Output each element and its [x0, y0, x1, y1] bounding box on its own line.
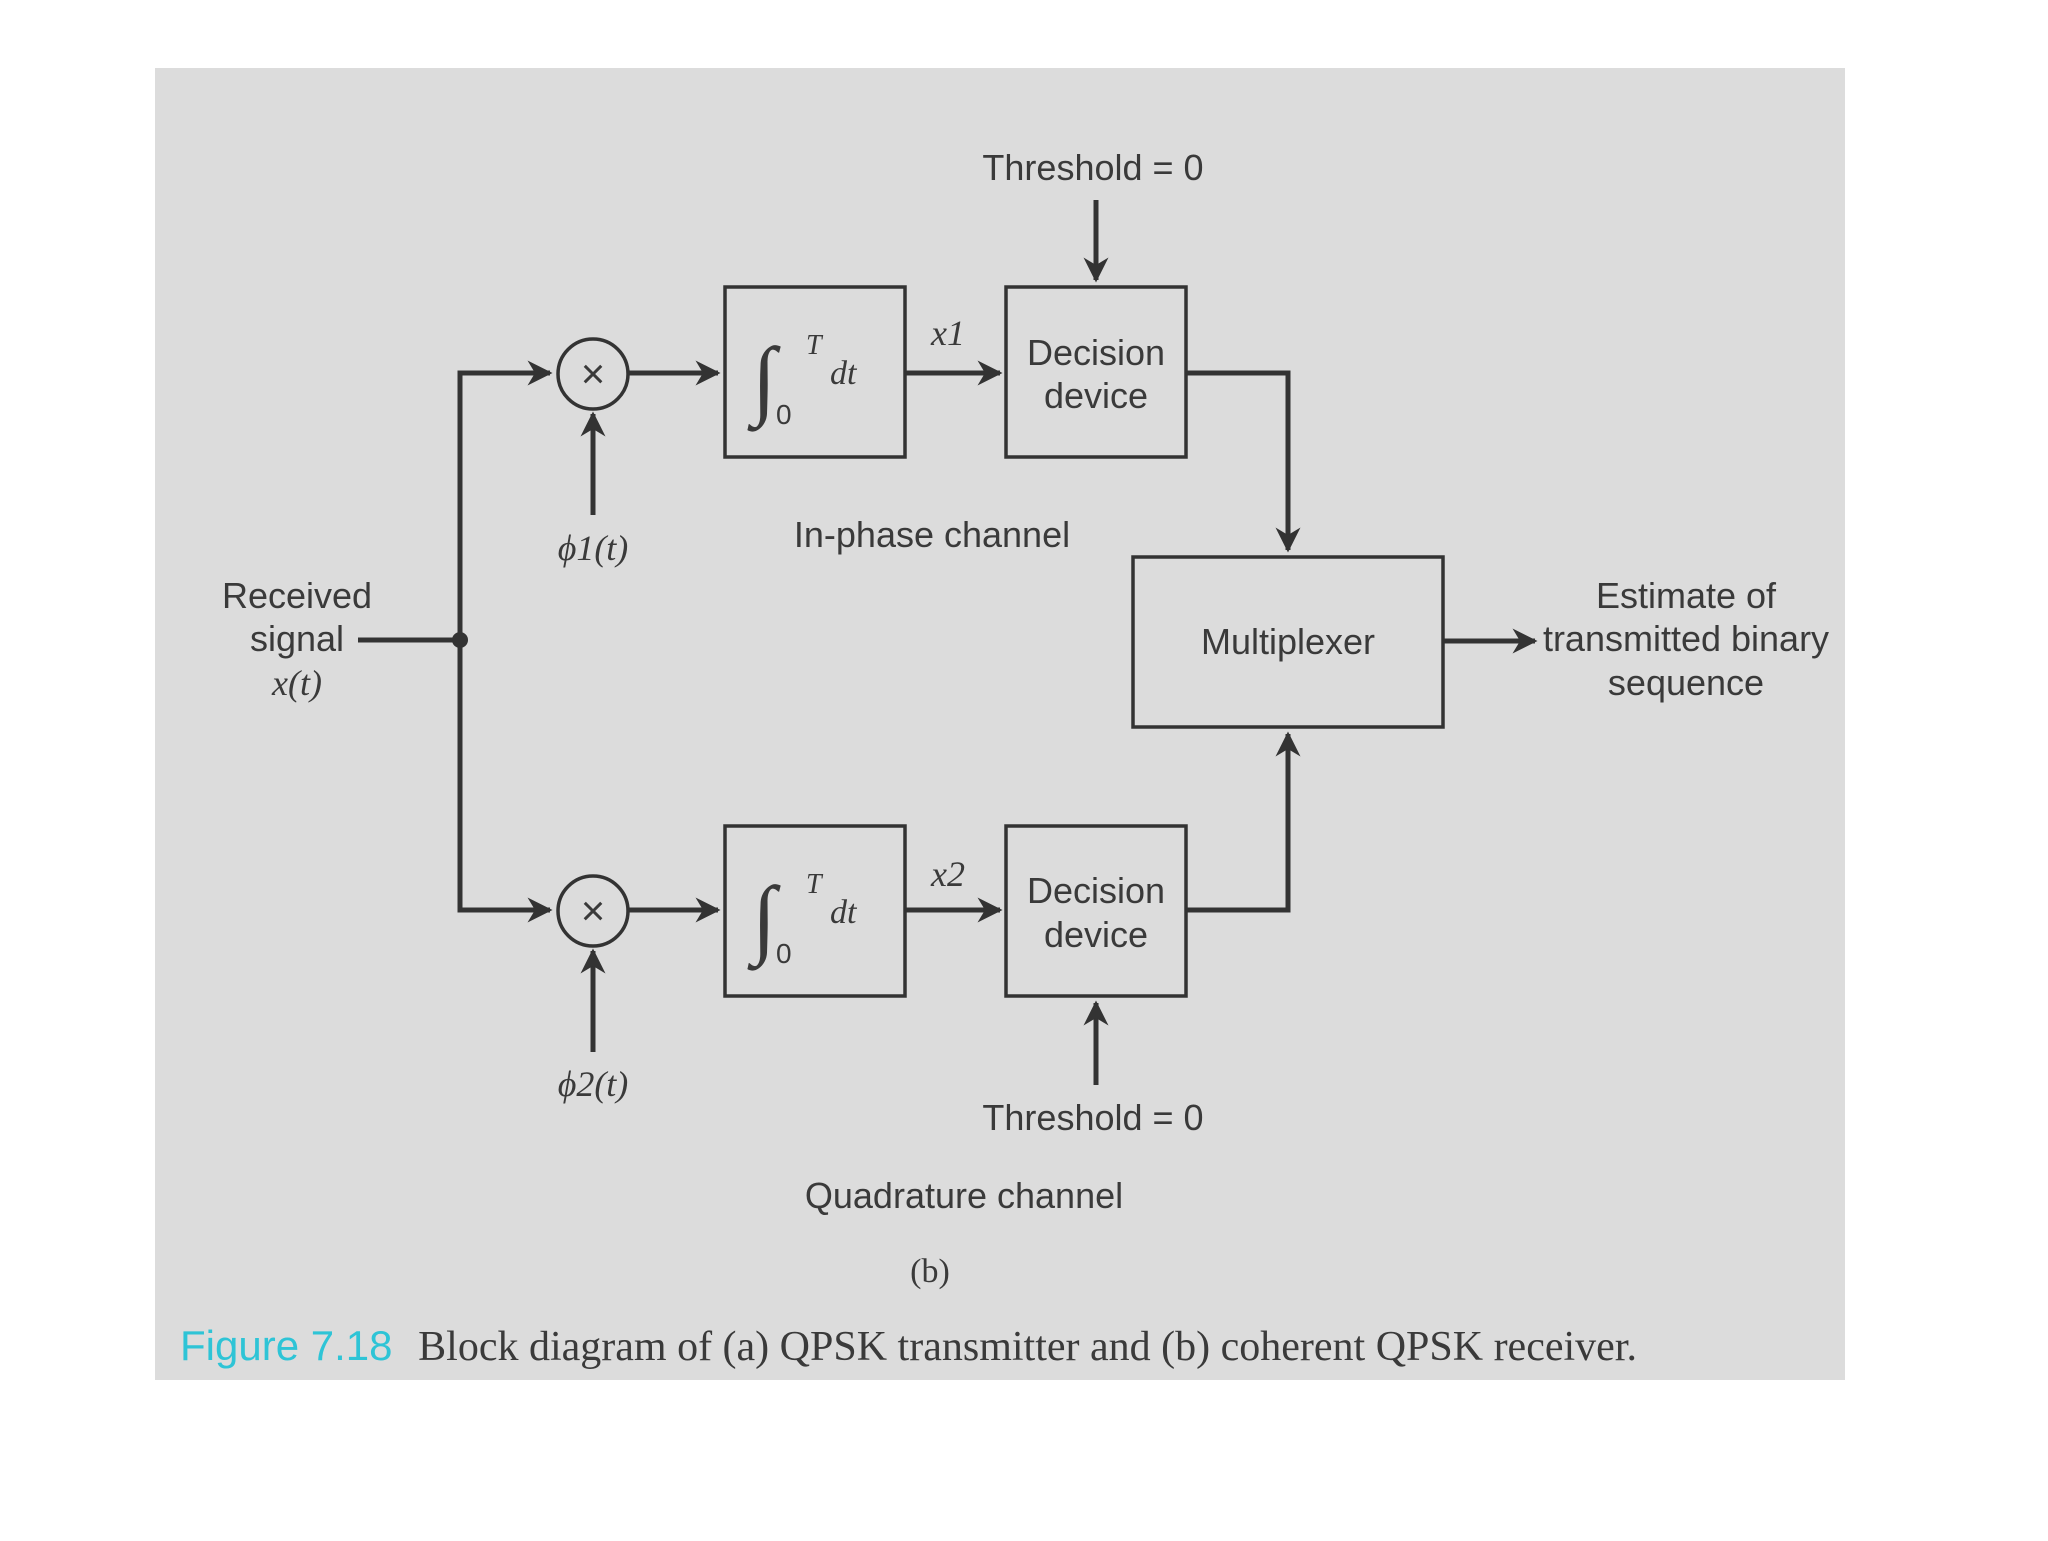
- lower-decision-to-mux: [1186, 731, 1301, 913]
- phi1-label: ϕ1(t): [558, 528, 629, 568]
- multiplexer-label: Multiplexer: [1201, 621, 1375, 662]
- figure-caption: Figure 7.18 Block diagram of (a) QPSK tr…: [180, 1322, 1637, 1370]
- diagram-panel: [155, 68, 1845, 1380]
- lower-decision-label-2: device: [1044, 914, 1148, 955]
- output-label: Estimate of: [1596, 575, 1777, 616]
- panel-label: (b): [910, 1253, 950, 1290]
- quadrature-channel-label: Quadrature channel: [805, 1175, 1123, 1216]
- output-label-2: transmitted binary: [1543, 618, 1829, 659]
- lower-integral-upper-limit: T: [806, 869, 824, 900]
- upper-threshold-label: Threshold = 0: [982, 147, 1203, 188]
- received-signal-label: Received: [222, 575, 372, 616]
- x2-label: x2: [930, 854, 965, 894]
- upper-multiplier-symbol: ×: [581, 350, 606, 397]
- lower-threshold-label: Threshold = 0: [982, 1097, 1203, 1138]
- received-signal-symbol: x(t): [271, 663, 322, 703]
- upper-branch-line: [457, 360, 553, 640]
- upper-decision-to-mux: [1186, 370, 1301, 553]
- upper-integral-differential: dt: [830, 355, 858, 392]
- lower-decision-label: Decision: [1027, 870, 1165, 911]
- upper-integral-lower-limit: 0: [776, 399, 792, 430]
- upper-decision-label-2: device: [1044, 375, 1148, 416]
- x1-label: x1: [930, 313, 965, 353]
- received-signal-label-2: signal: [250, 618, 344, 659]
- output-label-3: sequence: [1608, 662, 1764, 703]
- lower-integrator: ∫ T 0 dt: [723, 824, 907, 998]
- inphase-channel-label: In-phase channel: [794, 514, 1070, 555]
- upper-integral-sign: ∫: [747, 331, 781, 432]
- upper-decision-label: Decision: [1027, 332, 1165, 373]
- caption-text: Block diagram of (a) QPSK transmitter an…: [418, 1324, 1637, 1370]
- lower-multiplier-symbol: ×: [581, 887, 606, 934]
- upper-integral-upper-limit: T: [806, 330, 824, 361]
- lower-integral-sign: ∫: [747, 870, 781, 971]
- lower-branch-line: [457, 640, 553, 923]
- figure-number: Figure 7.18: [180, 1322, 392, 1369]
- lower-integral-differential: dt: [830, 894, 858, 931]
- phi2-label: ϕ2(t): [558, 1064, 629, 1104]
- lower-integral-lower-limit: 0: [776, 938, 792, 969]
